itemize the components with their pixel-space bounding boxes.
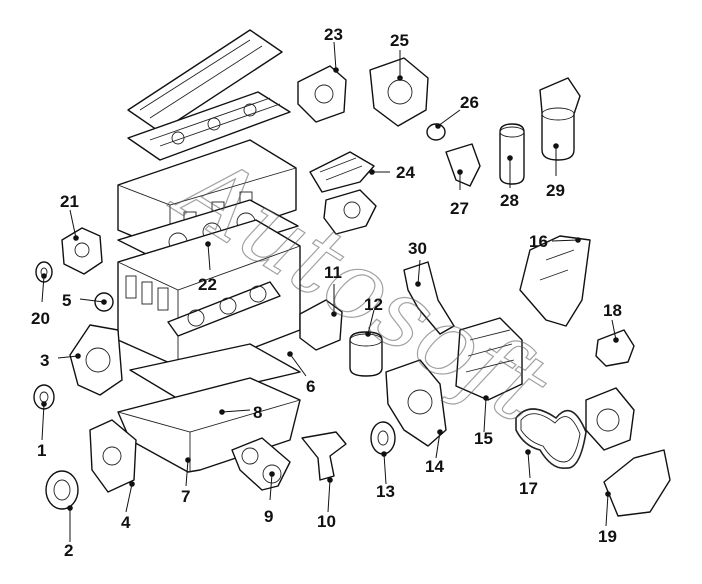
callout-30: 30 xyxy=(408,239,427,258)
oil-cooler xyxy=(455,317,523,401)
fuel-filter-housing xyxy=(539,77,581,161)
callout-11: 11 xyxy=(324,263,342,282)
thermostat-housing xyxy=(299,299,343,351)
egr-valve xyxy=(297,65,347,123)
drive-belt xyxy=(515,408,587,469)
callout-5: 5 xyxy=(62,291,71,310)
fuel-filter xyxy=(499,123,525,185)
leader-lines xyxy=(41,41,617,542)
valve-cover-gasket xyxy=(127,29,283,133)
callout-28: 28 xyxy=(500,191,519,210)
callout-26: 26 xyxy=(460,93,479,112)
callout-19: 19 xyxy=(598,527,617,546)
callout-2: 2 xyxy=(64,541,73,560)
callout-20: 20 xyxy=(31,309,50,328)
callout-16: 16 xyxy=(529,232,548,251)
callout-15: 15 xyxy=(474,429,493,448)
timing-chain xyxy=(231,437,291,491)
callout-12: 12 xyxy=(364,295,383,314)
oil-filter-cartridge xyxy=(349,331,383,377)
callout-22: 22 xyxy=(198,275,217,294)
callout-7: 7 xyxy=(181,487,190,506)
callout-14: 14 xyxy=(425,457,444,476)
oil-pump xyxy=(89,419,137,493)
camshaft-assembly xyxy=(127,91,291,161)
mounting-bracket xyxy=(603,449,671,517)
small-gear xyxy=(35,261,53,283)
vacuum-pump xyxy=(61,227,103,275)
heat-shield xyxy=(309,151,375,193)
callout-1: 1 xyxy=(37,441,46,460)
sensor-bracket xyxy=(595,329,635,367)
callout-18: 18 xyxy=(603,301,622,320)
injection-pump-bracket xyxy=(519,235,591,327)
starter-motor xyxy=(323,189,377,235)
bracket xyxy=(403,261,455,335)
water-pump xyxy=(385,359,447,447)
callout-21: 21 xyxy=(60,192,79,211)
oil-pickup xyxy=(301,431,347,481)
throttle-body xyxy=(369,57,429,127)
sensor-cap xyxy=(426,123,446,141)
leader-dots xyxy=(41,67,619,511)
oil-sump-gasket xyxy=(129,343,301,401)
balance-gear xyxy=(370,421,396,455)
callout-3: 3 xyxy=(40,351,49,370)
alternator xyxy=(585,387,635,451)
callout-17: 17 xyxy=(519,479,538,498)
callout-6: 6 xyxy=(306,377,315,396)
crank-pulley xyxy=(45,470,79,510)
callout-4: 4 xyxy=(121,513,131,532)
callout-8: 8 xyxy=(253,403,262,422)
callout-13: 13 xyxy=(376,482,395,501)
callout-27: 27 xyxy=(450,199,469,218)
callout-23: 23 xyxy=(324,25,343,44)
callout-25: 25 xyxy=(390,31,409,50)
callout-9: 9 xyxy=(264,507,273,526)
front-cover-gasket xyxy=(69,324,123,396)
callout-24: 24 xyxy=(396,163,415,182)
crankshaft xyxy=(167,281,281,337)
callout-10: 10 xyxy=(317,512,336,531)
callout-29: 29 xyxy=(546,181,565,200)
coolant-outlet xyxy=(445,143,481,187)
